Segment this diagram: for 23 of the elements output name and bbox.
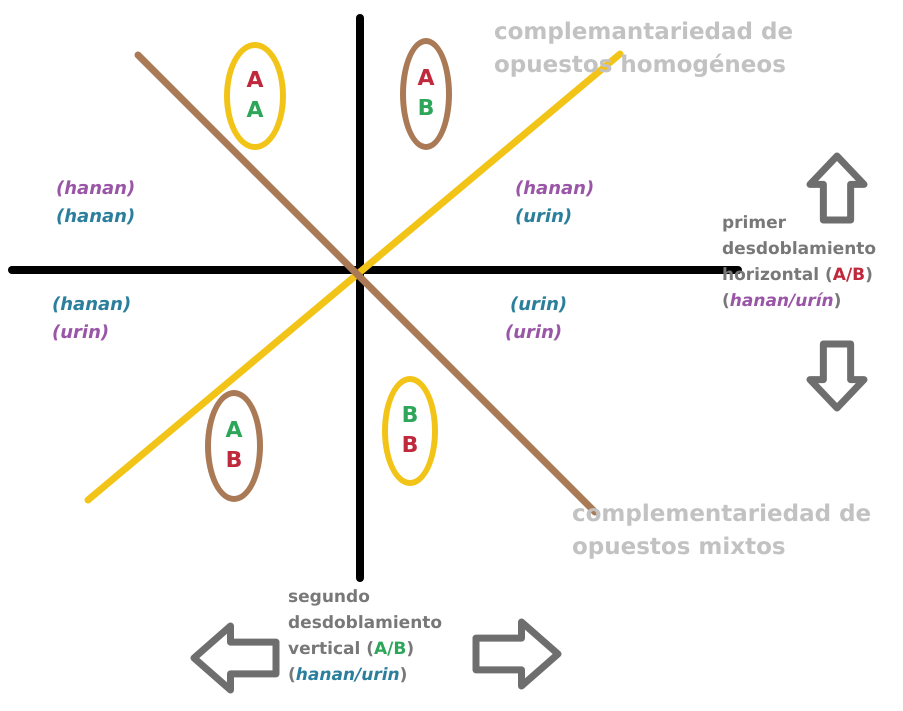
quadrant-label: (hanan): [56, 178, 136, 199]
letter-label: B: [418, 97, 434, 121]
oval: [205, 390, 263, 502]
letter-label: B: [402, 404, 418, 428]
oval: [400, 38, 452, 150]
letter-label: A: [417, 67, 435, 91]
quadrant-label: (urin): [505, 322, 562, 343]
quadrant-label: (urin): [515, 206, 572, 227]
letter-label: A: [246, 69, 264, 93]
letter-label: A: [246, 99, 264, 123]
annotation-text: primer desdoblamiento horizontal (A/B) (hanan/urín): [722, 212, 878, 313]
letter-label: B: [402, 434, 418, 458]
oval: [224, 42, 286, 150]
quadrant-label: (urin): [52, 322, 110, 343]
quadrant-label: (hanan): [52, 294, 132, 315]
letter-label: B: [226, 449, 242, 473]
annotation-text: complementariedad de opuestos mixtos: [572, 500, 872, 562]
letter-label: A: [225, 419, 243, 443]
quadrant-label: (urin): [510, 294, 568, 315]
quadrant-label: (hanan): [56, 206, 136, 227]
annotation-text: segundo desdoblamiento vertical (A/B) (hanan/urin): [288, 586, 444, 687]
oval: [382, 376, 438, 486]
quadrant-label: (hanan): [515, 178, 594, 199]
